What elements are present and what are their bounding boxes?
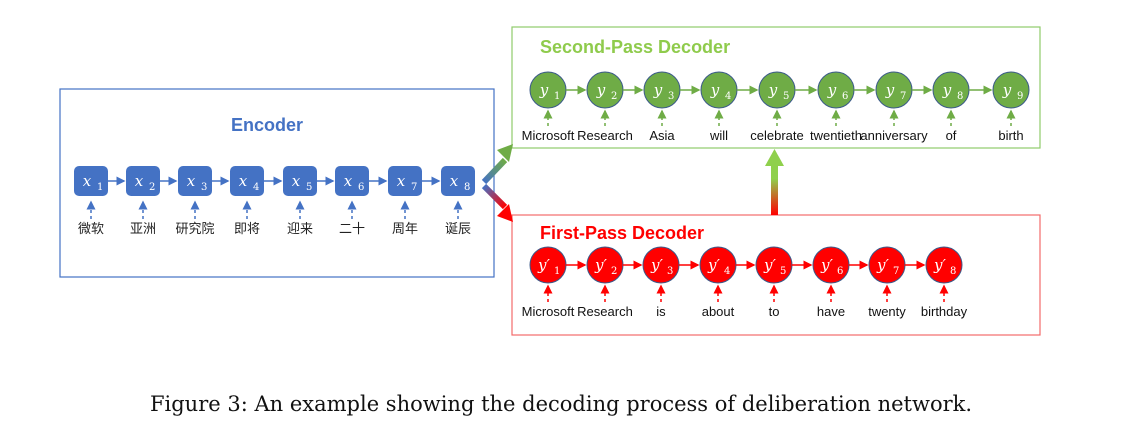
encoder-node bbox=[126, 166, 160, 196]
encoder-node bbox=[283, 166, 317, 196]
second-pass-node-label: y bbox=[885, 81, 895, 99]
first-pass-node-label: y′ bbox=[650, 256, 663, 274]
encoder-token: 迎来 bbox=[287, 222, 313, 237]
encoder-node-label: x bbox=[397, 172, 406, 190]
first-pass-node-label: y′ bbox=[820, 256, 833, 274]
second-pass-token: celebrate bbox=[750, 128, 803, 143]
first-pass-node-index: 6 bbox=[837, 266, 843, 277]
first-pass-node-label: y′ bbox=[707, 256, 720, 274]
first-pass-token: birthday bbox=[921, 304, 968, 319]
first-pass-token: Research bbox=[577, 304, 633, 319]
first-pass-node-index: 5 bbox=[780, 266, 786, 277]
encoder-token: 微软 bbox=[78, 222, 104, 237]
second-pass-node bbox=[992, 71, 1030, 109]
second-pass-node-label: y bbox=[710, 81, 720, 99]
encoder-node-label: x bbox=[344, 172, 353, 190]
second-pass-token: of bbox=[946, 128, 957, 143]
second-pass-node-index: 1 bbox=[554, 91, 560, 102]
encoder-node bbox=[178, 166, 212, 196]
first-pass-token: about bbox=[702, 304, 735, 319]
second-pass-node-label: y bbox=[653, 81, 663, 99]
figure-caption: Figure 3: An example showing the decodin… bbox=[149, 392, 973, 416]
encoder-node bbox=[388, 166, 422, 196]
encoder-node-index: 8 bbox=[464, 182, 470, 193]
second-pass-node-index: 4 bbox=[725, 91, 731, 102]
first-pass-token: to bbox=[769, 304, 780, 319]
encoder-token: 诞辰 bbox=[445, 222, 471, 237]
second-pass-token: Asia bbox=[649, 128, 675, 143]
first-pass-node-label: y′ bbox=[537, 256, 550, 274]
second-pass-node-label: y bbox=[827, 81, 837, 99]
second-pass-node-label: y bbox=[1002, 81, 1012, 99]
first-pass-token: twenty bbox=[868, 304, 906, 319]
encoder-token: 二十 bbox=[339, 222, 365, 237]
first-pass-node-label: y′ bbox=[594, 256, 607, 274]
encoder-node-index: 3 bbox=[201, 182, 207, 193]
encoder-node bbox=[74, 166, 108, 196]
encoder-node-label: x bbox=[83, 172, 92, 190]
second-pass-token: Microsoft bbox=[522, 128, 575, 143]
encoder-node-label: x bbox=[187, 172, 196, 190]
first-pass-node-label: y′ bbox=[933, 256, 946, 274]
second-pass-node-index: 2 bbox=[611, 91, 617, 102]
encoder-node bbox=[335, 166, 369, 196]
second-pass-border bbox=[511, 26, 1041, 149]
first-pass-title: First-Pass Decoder bbox=[540, 223, 704, 243]
second-pass-node-index: 7 bbox=[900, 91, 906, 102]
encoder-node-index: 7 bbox=[411, 182, 417, 193]
encoder-to-second-pass-arrow bbox=[481, 144, 513, 185]
encoder-node-index: 5 bbox=[306, 182, 312, 193]
first-pass-node-index: 1 bbox=[554, 266, 560, 277]
encoder-node bbox=[230, 166, 264, 196]
encoder-node-index: 1 bbox=[97, 182, 103, 193]
second-pass-token: Research bbox=[577, 128, 633, 143]
second-pass-node-label: y bbox=[768, 81, 778, 99]
first-pass-node-index: 4 bbox=[724, 266, 730, 277]
encoder-node-label: x bbox=[239, 172, 248, 190]
encoder-token: 研究院 bbox=[175, 222, 214, 237]
first-pass-node-index: 2 bbox=[611, 266, 617, 277]
second-pass-node-index: 5 bbox=[783, 91, 789, 102]
first-to-second-pass-arrow bbox=[765, 149, 784, 215]
encoder-node-label: x bbox=[450, 172, 459, 190]
second-pass-node-label: y bbox=[596, 81, 606, 99]
second-pass-token: anniversary bbox=[860, 128, 928, 143]
encoder-node-index: 6 bbox=[358, 182, 364, 193]
second-pass-token: will bbox=[709, 128, 728, 143]
second-pass-title: Second-Pass Decoder bbox=[540, 37, 730, 57]
encoder-node-label: x bbox=[292, 172, 301, 190]
first-pass-token: Microsoft bbox=[522, 304, 575, 319]
first-pass-node-index: 3 bbox=[667, 266, 673, 277]
second-pass-token: twentieth bbox=[810, 128, 862, 143]
first-pass-node-label: y′ bbox=[876, 256, 889, 274]
encoder-node-label: x bbox=[135, 172, 144, 190]
first-pass-token: is bbox=[656, 304, 666, 319]
second-pass-node-label: y bbox=[942, 81, 952, 99]
second-pass-node-index: 6 bbox=[842, 91, 848, 102]
encoder-node-index: 4 bbox=[253, 182, 259, 193]
first-pass-node-label: y′ bbox=[763, 256, 776, 274]
first-pass-node-index: 8 bbox=[950, 266, 956, 277]
encoder-token: 亚洲 bbox=[130, 222, 156, 237]
encoder-title: Encoder bbox=[231, 115, 303, 135]
first-pass-node bbox=[925, 246, 963, 284]
encoder-token: 周年 bbox=[392, 222, 418, 237]
second-pass-node-index: 9 bbox=[1017, 91, 1023, 102]
encoder-border bbox=[59, 88, 495, 278]
first-pass-node-index: 7 bbox=[893, 266, 899, 277]
encoder-to-first-pass-arrow bbox=[481, 183, 513, 222]
second-pass-node-index: 3 bbox=[668, 91, 674, 102]
second-pass-token: birth bbox=[998, 128, 1023, 143]
encoder-node-index: 2 bbox=[149, 182, 155, 193]
second-pass-node-label: y bbox=[539, 81, 549, 99]
first-pass-token: have bbox=[817, 304, 845, 319]
encoder-token: 即将 bbox=[234, 222, 260, 237]
encoder-node bbox=[441, 166, 475, 196]
second-pass-node-index: 8 bbox=[957, 91, 963, 102]
